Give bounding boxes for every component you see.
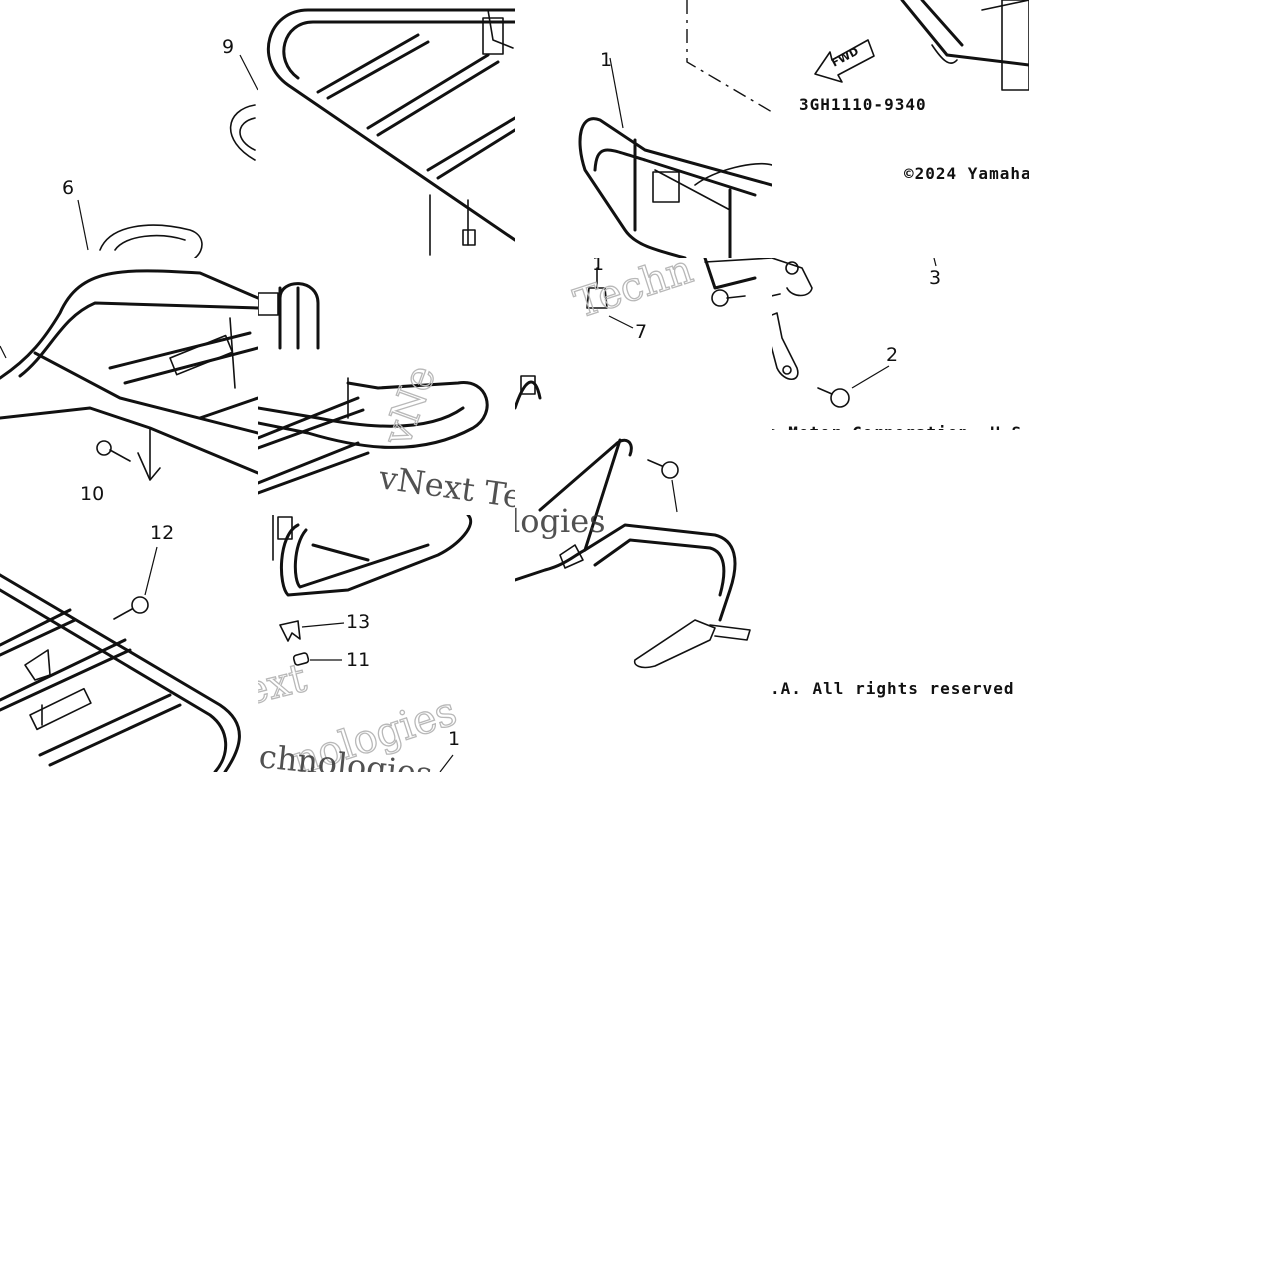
front-guard-lower: 13 11 ext nologies chnologies 1 <box>258 515 473 772</box>
pin-11 <box>292 652 310 666</box>
rear-carrier-center: vNext Te vNe <box>258 282 515 515</box>
clip-13 <box>279 620 301 642</box>
tile-mid-left: 10 <box>0 258 258 515</box>
front-bumper-fragment: 1 <box>578 0 772 258</box>
callout-11: 11 <box>346 649 370 671</box>
callout-7: 7 <box>635 321 647 343</box>
tile-top-left: 9 6 <box>0 0 258 258</box>
copyright-line-3: .A. All rights reserved <box>770 679 1015 698</box>
tile-bottom-right: logies .A. All rights reserved <box>515 430 1029 772</box>
fwd-arrow-icon: FWD <box>814 39 875 83</box>
front-bumper-lower: logies .A. All rights reserved <box>515 438 1015 698</box>
callout-2: 2 <box>886 344 898 366</box>
tile-top-middle <box>258 0 515 258</box>
tile-top-left-art: 9 6 <box>62 36 258 258</box>
tile-center: vNext Te vNe <box>258 258 515 515</box>
callout-12: 12 <box>150 522 174 544</box>
carrier-lower-left: 12 <box>0 522 241 772</box>
watermark-logies: logies <box>515 502 606 540</box>
callout-1-low: 1 <box>448 728 460 750</box>
rear-carrier-left: 10 <box>0 269 258 505</box>
watermark-techn: Techn <box>569 258 698 328</box>
callout-9: 9 <box>222 36 234 58</box>
bolt-12 <box>113 596 149 620</box>
watermark-vnext-te: vNext Te <box>376 458 515 515</box>
copyright-line-1: ©2024 Yamaha <box>904 164 1029 183</box>
rear-carrier-fragment <box>266 8 515 256</box>
callout-1-mid: 1 <box>592 258 604 275</box>
stud-1 <box>586 267 608 309</box>
callout-13: 13 <box>346 611 370 633</box>
callout-3: 3 <box>929 267 941 289</box>
callout-6: 6 <box>62 177 74 199</box>
bolt-10 <box>96 440 131 462</box>
bolt-front <box>647 459 679 479</box>
bolt-upper <box>711 289 746 307</box>
tile-top-right: 1 <box>515 0 772 258</box>
tile-bottom-center: 13 11 ext nologies chnologies 1 <box>258 515 515 772</box>
callout-1-top: 1 <box>600 49 612 71</box>
tile-header: 8 FWD 3GH1110-9340 ©2024 Yamaha <box>772 0 1029 258</box>
watermark-vne: vNe <box>374 359 445 452</box>
header-art: 8 FWD 3GH1110-9340 ©2024 Yamaha <box>799 0 1029 183</box>
part-code: 3GH1110-9340 <box>799 95 927 114</box>
bolt-2 <box>817 387 850 408</box>
tile-bottom-left: 12 <box>0 515 258 772</box>
callout-10: 10 <box>80 483 104 505</box>
